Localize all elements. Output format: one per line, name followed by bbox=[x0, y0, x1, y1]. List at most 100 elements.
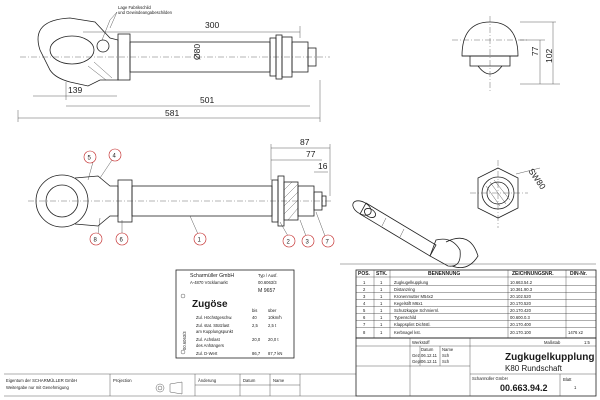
footer-note-left2: Weitergabe nur mit Genehmigung bbox=[6, 385, 69, 390]
svg-text:00.600.0.3: 00.600.0.3 bbox=[510, 315, 530, 320]
svg-text:5: 5 bbox=[88, 156, 92, 162]
parts-table: POS. STK. BENENNUNG ZEICHNUNGSNR. DIN-Nr… bbox=[355, 269, 597, 339]
svg-text:2: 2 bbox=[287, 240, 291, 246]
sheet-value: 1 bbox=[574, 385, 577, 390]
svg-text:6: 6 bbox=[363, 315, 366, 320]
dim-300: 300 bbox=[205, 20, 219, 30]
table-row: 3 1 Kronenmutter M54x2 20.102.520 bbox=[356, 294, 596, 300]
svg-text:40: 40 bbox=[252, 315, 257, 320]
nameplate-col-uber: über bbox=[268, 308, 277, 313]
nameplate-heading: Zugöse bbox=[192, 299, 228, 310]
title-date-label: Datum bbox=[421, 347, 434, 352]
dim-102: 102 bbox=[544, 49, 554, 63]
svg-text:4: 4 bbox=[363, 301, 366, 306]
footer-projection: Projection bbox=[113, 378, 132, 383]
svg-text:Kronenmutter M54x2: Kronenmutter M54x2 bbox=[394, 294, 434, 299]
svg-text:3: 3 bbox=[306, 240, 310, 246]
svg-text:1: 1 bbox=[380, 294, 383, 299]
table-row: 1 1 Zugkugelkupplung 10.663.54.2 bbox=[356, 280, 596, 286]
nameplate-vertical-label: 00.6063/3 bbox=[182, 331, 187, 350]
dim-sw80: SW80 bbox=[526, 166, 548, 191]
svg-text:Klappsplint Dichtstl.: Klappsplint Dichtstl. bbox=[394, 322, 431, 327]
nameplate-type-label: Typ / Ausf. bbox=[258, 273, 278, 278]
svg-text:7: 7 bbox=[326, 240, 330, 246]
drawing-subtitle: K80 Rundschaft bbox=[505, 364, 563, 373]
svg-text:2,5 t: 2,5 t bbox=[268, 323, 277, 328]
callout-7: 7 bbox=[315, 211, 335, 248]
isometric-view bbox=[352, 200, 479, 269]
callout-6: 6 bbox=[115, 220, 129, 246]
nameplate-row: Zul. stat. Stützlast 2,5 2,5 t bbox=[196, 323, 277, 328]
dim-581: 581 bbox=[165, 108, 179, 118]
table-header-name: BENENNUNG bbox=[428, 271, 460, 277]
dim-139: 139 bbox=[68, 85, 82, 95]
drawing-number: 00.663.94.2 bbox=[500, 383, 548, 393]
svg-text:1: 1 bbox=[380, 322, 383, 327]
callout-4: 4 bbox=[99, 148, 122, 179]
title-name2: Sch bbox=[442, 359, 450, 364]
svg-text:1: 1 bbox=[380, 301, 383, 306]
svg-text:10km/h: 10km/h bbox=[268, 315, 282, 320]
callout-8: 8 bbox=[89, 217, 103, 246]
svg-text:4: 4 bbox=[113, 154, 117, 160]
svg-text:3: 3 bbox=[363, 294, 366, 299]
nameplate-row: Zul. Achslast 20,0 20,0 t bbox=[196, 337, 279, 342]
callout-5: 5 bbox=[83, 150, 97, 181]
svg-text:Kerbnagel kst.: Kerbnagel kst. bbox=[394, 330, 421, 335]
svg-text:20.102.520: 20.102.520 bbox=[510, 294, 532, 299]
svg-text:87,7 kN: 87,7 kN bbox=[268, 351, 282, 356]
svg-text:1: 1 bbox=[198, 238, 202, 244]
callout-3: 3 bbox=[299, 219, 315, 248]
side-view: 87 77 16 5 4 8 6 1 bbox=[28, 137, 335, 248]
table-header-drawing: ZEICHNUNGSNR. bbox=[512, 271, 554, 277]
nameplate-place: A-4870 Vöcklamarkt bbox=[190, 280, 229, 285]
sheet-label: Blatt bbox=[563, 377, 572, 382]
svg-text:1476 x2: 1476 x2 bbox=[568, 330, 584, 335]
footer-rev-date: Datum bbox=[243, 378, 256, 383]
top-note-line1: Lage Fabrikschild bbox=[118, 5, 151, 10]
svg-text:20,0: 20,0 bbox=[252, 337, 261, 342]
title-drawn-label: Gez. bbox=[412, 353, 421, 358]
footer-note-left: Eigentum der SCHARMÜLLER GmbH bbox=[6, 378, 77, 383]
table-header-stk: STK. bbox=[376, 271, 388, 277]
end-view-top: 77 102 bbox=[452, 16, 560, 92]
svg-text:1: 1 bbox=[380, 330, 383, 335]
svg-text:20.170.100: 20.170.100 bbox=[510, 330, 532, 335]
svg-text:2: 2 bbox=[363, 287, 366, 292]
svg-text:des Anhängers: des Anhängers bbox=[196, 343, 224, 348]
dim-77-side: 77 bbox=[306, 149, 316, 159]
title-material-label: Werkstoff bbox=[412, 340, 430, 345]
svg-text:1: 1 bbox=[363, 280, 366, 285]
footer-rev-change: Änderung bbox=[198, 378, 217, 383]
company-name: Scharmüller GmbH bbox=[472, 376, 508, 381]
nameplate: Scharmüller GmbH A-4870 Vöcklamarkt Typ … bbox=[175, 269, 295, 359]
svg-text:Schutzkappe Schmiernl.: Schutzkappe Schmiernl. bbox=[394, 308, 439, 313]
svg-text:20.170.420: 20.170.420 bbox=[510, 308, 532, 313]
svg-text:20,0 t: 20,0 t bbox=[268, 337, 279, 342]
table-header-din: DIN-Nr. bbox=[570, 271, 588, 277]
footer-strip: Eigentum der SCHARMÜLLER GmbH Weitergabe… bbox=[4, 373, 356, 397]
title-scale-value: 1:5 bbox=[584, 340, 590, 345]
table-row: 4 1 Kegelstift M6x1 20.170.520 bbox=[356, 301, 596, 307]
dim-501: 501 bbox=[200, 95, 214, 105]
svg-text:Kegelstift M6x1: Kegelstift M6x1 bbox=[394, 301, 423, 306]
svg-text:10.361.90.3: 10.361.90.3 bbox=[510, 287, 533, 292]
callout-1: 1 bbox=[189, 215, 207, 246]
title-date1: 06.12.11 bbox=[421, 353, 438, 358]
callout-2: 2 bbox=[279, 221, 296, 248]
top-view: Lage Fabrikschild und Gewindeangabeschil… bbox=[17, 5, 330, 122]
svg-text:1: 1 bbox=[380, 315, 383, 320]
svg-text:7: 7 bbox=[363, 322, 366, 327]
nameplate-row: Zul. D-Wert 86,7 87,7 kN bbox=[196, 351, 282, 356]
nameplate-row: des Anhängers bbox=[196, 343, 224, 348]
nameplate-mark: M 9657 bbox=[258, 288, 275, 294]
svg-text:Zul. stat. Stützlast: Zul. stat. Stützlast bbox=[196, 323, 230, 328]
table-row: 5 1 Schutzkappe Schmiernl. 20.170.420 bbox=[356, 308, 596, 314]
svg-text:Typenschild: Typenschild bbox=[394, 315, 417, 320]
svg-text:10.663.54.2: 10.663.54.2 bbox=[510, 280, 533, 285]
nameplate-maker: Scharmüller GmbH bbox=[190, 273, 234, 279]
svg-text:1: 1 bbox=[380, 287, 383, 292]
dim-77-top: 77 bbox=[530, 46, 540, 56]
svg-text:20.170.520: 20.170.520 bbox=[510, 301, 532, 306]
svg-text:Zugkugelkupplung: Zugkugelkupplung bbox=[394, 280, 429, 285]
